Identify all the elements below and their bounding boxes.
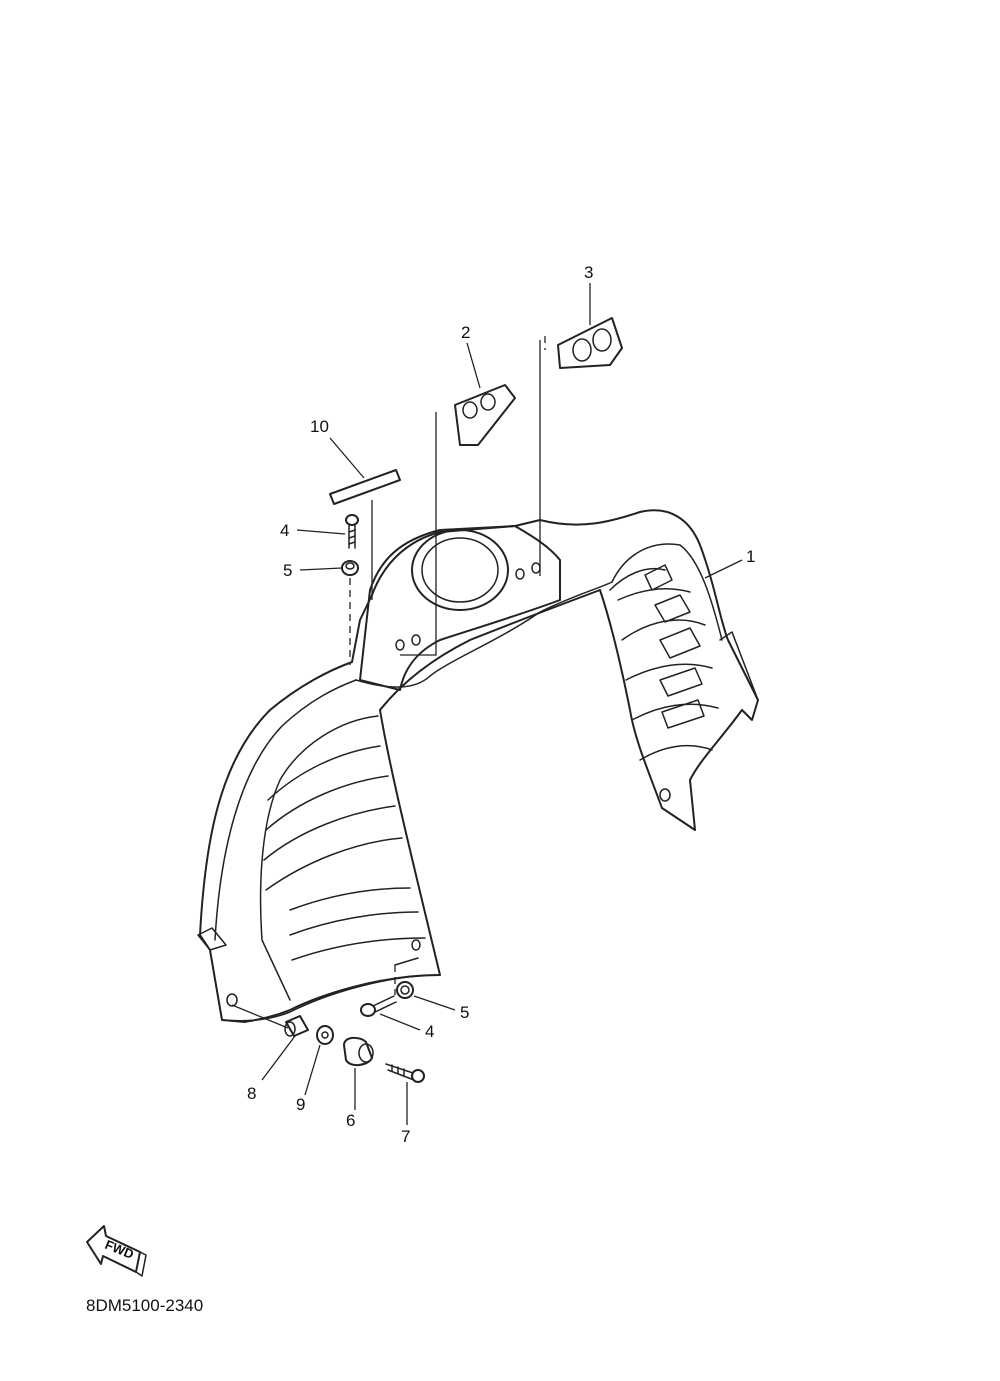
callout-8: 8 xyxy=(247,1084,256,1103)
callout-10: 10 xyxy=(310,417,329,436)
screw-part-4-lower xyxy=(360,995,397,1017)
callout-leaders xyxy=(261,283,743,1125)
washer-part-9 xyxy=(316,1025,334,1045)
screw-part-4-upper xyxy=(345,514,359,549)
callout-7: 7 xyxy=(401,1127,410,1146)
bolt-part-7 xyxy=(385,1063,425,1083)
callout-3: 3 xyxy=(584,263,593,282)
callout-6: 6 xyxy=(346,1111,355,1130)
assembly-lines xyxy=(231,336,546,1029)
front-panel-part xyxy=(197,509,759,1023)
callout-2: 2 xyxy=(461,323,470,342)
callout-5-upper: 5 xyxy=(283,561,292,580)
callout-9: 9 xyxy=(296,1095,305,1114)
bracket-part-2 xyxy=(454,384,516,446)
callout-labels: 1 2 3 4 4 5 5 6 7 8 9 10 xyxy=(247,263,755,1146)
fwd-arrow-icon: FWD xyxy=(86,1225,147,1277)
grommet-part-5-upper xyxy=(341,560,359,576)
drawing-code: 8DM5100-2340 xyxy=(86,1296,204,1315)
strip-part-10 xyxy=(329,469,401,505)
callout-4-lower: 4 xyxy=(425,1022,434,1041)
bracket-part-3 xyxy=(557,317,623,369)
damper-part-6 xyxy=(343,1036,374,1066)
grommet-part-5-lower xyxy=(396,981,414,999)
callout-4-upper: 4 xyxy=(280,521,289,540)
callout-1: 1 xyxy=(746,547,755,566)
collar-part-8 xyxy=(284,1015,309,1037)
callout-5-lower: 5 xyxy=(460,1003,469,1022)
